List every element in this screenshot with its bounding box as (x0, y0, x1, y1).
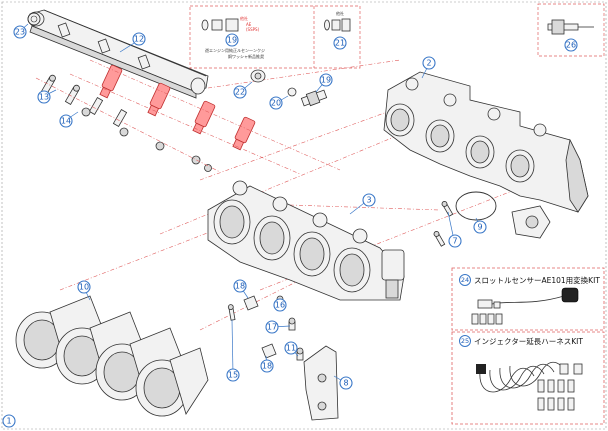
callout-2: 2 (422, 56, 436, 70)
inset-note-left-3: (SSPS) (246, 27, 260, 32)
svg-text:17: 17 (267, 323, 277, 332)
gasket-9 (455, 191, 497, 221)
callout-6: 6 (0, 0, 3, 5)
callout-19a: 19 (225, 33, 239, 47)
callout-7: 7 (448, 234, 462, 248)
kit-24-box (451, 267, 605, 331)
svg-text:18: 18 (262, 362, 272, 371)
callout-8: 8 (339, 376, 353, 390)
svg-text:23: 23 (15, 28, 25, 37)
svg-text:14: 14 (61, 117, 71, 126)
kit-25-box (451, 331, 605, 425)
callout-22: 22 (233, 85, 247, 99)
callout-10: 10 (77, 280, 91, 294)
intake-manifold (383, 71, 589, 239)
svg-text:1: 1 (6, 417, 11, 426)
svg-text:18: 18 (235, 282, 245, 291)
bolts-7 (433, 201, 454, 247)
kit-24-label: スロットルセンサーAE101用変換KIT (474, 275, 600, 285)
callout-9: 9 (473, 220, 487, 234)
svg-text:19: 19 (227, 36, 237, 45)
fittings-middle (250, 69, 328, 107)
svg-text:10: 10 (79, 283, 89, 292)
callout-15: 15 (226, 368, 240, 382)
callout-17: 17 (265, 320, 279, 334)
throttle-bodies (207, 180, 405, 301)
svg-text:26: 26 (566, 41, 576, 50)
svg-text:15: 15 (228, 371, 238, 380)
inset-note-left-2: AE (246, 22, 252, 27)
kit-24-title: 24 スロットルセンサーAE101用変換KIT (459, 274, 600, 286)
svg-text:22: 22 (235, 88, 245, 97)
callout-26: 26 (564, 38, 578, 52)
inset-sub-2: 銅ワッシャ新品推奨 (228, 53, 264, 59)
callout-21: 21 (333, 36, 347, 50)
injectors (99, 64, 256, 151)
callout-12: 12 (132, 32, 146, 46)
fuel-rail (27, 9, 209, 99)
svg-text:20: 20 (271, 99, 281, 108)
oring-23 (27, 12, 41, 26)
leader-lines (19, 23, 481, 384)
svg-text:7: 7 (452, 237, 457, 246)
callout-3: 3 (362, 193, 376, 207)
inset-sub-1: 遊エンジン用純正ルセン一ンクジ (205, 47, 265, 53)
callout-19b: 19 (319, 73, 333, 87)
svg-text:2: 2 (426, 59, 431, 68)
callout-14: 14 (59, 114, 73, 128)
svg-text:16: 16 (275, 301, 285, 310)
svg-text:8: 8 (343, 379, 348, 388)
fasteners-left (40, 74, 212, 172)
svg-text:19: 19 (321, 76, 331, 85)
svg-text:3: 3 (366, 196, 371, 205)
callout-18b: 18 (260, 359, 274, 373)
callout-11: 11 (284, 341, 298, 355)
inset-note-right-1: 他社 (336, 10, 344, 16)
callout-16: 16 (273, 298, 287, 312)
callout-13: 13 (37, 90, 51, 104)
kit-25-label: インジェクター延長ハーネスKIT (474, 336, 583, 346)
svg-text:9: 9 (477, 223, 482, 232)
svg-text:12: 12 (134, 35, 144, 44)
kit-25-number: 25 (461, 337, 469, 345)
callout-18a: 18 (233, 279, 247, 293)
callouts: 1 2 3 6 7 8 9 10 11 12 13 14 15 16 17 18… (0, 0, 578, 428)
svg-text:13: 13 (39, 93, 49, 102)
callout-23: 23 (13, 25, 27, 39)
kit-24-number: 24 (461, 276, 469, 284)
callout-20: 20 (269, 96, 283, 110)
bracket-8 (303, 345, 339, 421)
svg-text:11: 11 (286, 344, 296, 353)
svg-text:21: 21 (335, 39, 345, 48)
velocity-stacks (15, 295, 209, 417)
callout-1: 1 (2, 414, 16, 428)
sensor-26 (537, 3, 605, 57)
kit-25-title: 25 インジェクター延長ハーネスKIT (459, 335, 583, 347)
inset-box: 他社 AE (SSPS) 遊エンジン用純正ルセン一ンクジ 銅ワッシャ新品推奨 他… (189, 5, 361, 69)
inset-note-left-1: 他社 (240, 15, 248, 21)
